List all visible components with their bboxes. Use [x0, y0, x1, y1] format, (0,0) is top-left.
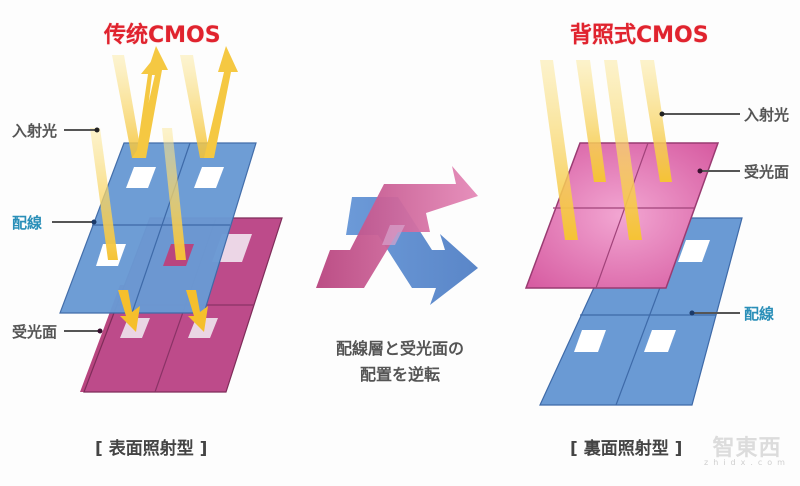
swap-arrows-icon	[316, 166, 478, 305]
backside-cmos-title: 背照式CMOS	[570, 23, 709, 48]
right-receiver-label: 受光面	[744, 163, 790, 181]
left-wiring-label: 配線	[12, 214, 43, 232]
swap-caption-line2: 配置を逆転	[359, 365, 440, 384]
right-back-illuminated-sensor	[524, 60, 743, 406]
left-front-illuminated-sensor	[52, 46, 283, 393]
left-reflected-light-beams	[112, 46, 238, 158]
watermark-text: 智東西	[712, 436, 782, 461]
back-illuminated-caption: [ 裏面照射型 ]	[570, 439, 683, 459]
right-incident-light-beams	[540, 60, 672, 240]
right-wiring-label: 配線	[744, 305, 775, 323]
left-leader-lines	[52, 127, 103, 334]
watermark-url: zhidx.com	[704, 458, 790, 467]
swap-caption-line1: 配線層と受光面の	[335, 339, 464, 358]
swap-caption: 配線層と受光面の 配置を逆転	[300, 336, 500, 388]
left-incident-light-label: 入射光	[12, 122, 58, 140]
left-receiver-label: 受光面	[12, 323, 58, 341]
left-wiring-layer	[59, 142, 257, 314]
front-illuminated-caption: [ 表面照射型 ]	[95, 439, 208, 459]
right-wiring-layer	[539, 217, 743, 406]
right-incident-light-label: 入射光	[744, 106, 790, 124]
traditional-cmos-title: 传统CMOS	[104, 23, 221, 48]
left-incident-light-beams	[90, 128, 208, 332]
right-leader-lines	[659, 111, 740, 316]
watermark-logo: 智東西 zhidx.com	[694, 430, 800, 467]
